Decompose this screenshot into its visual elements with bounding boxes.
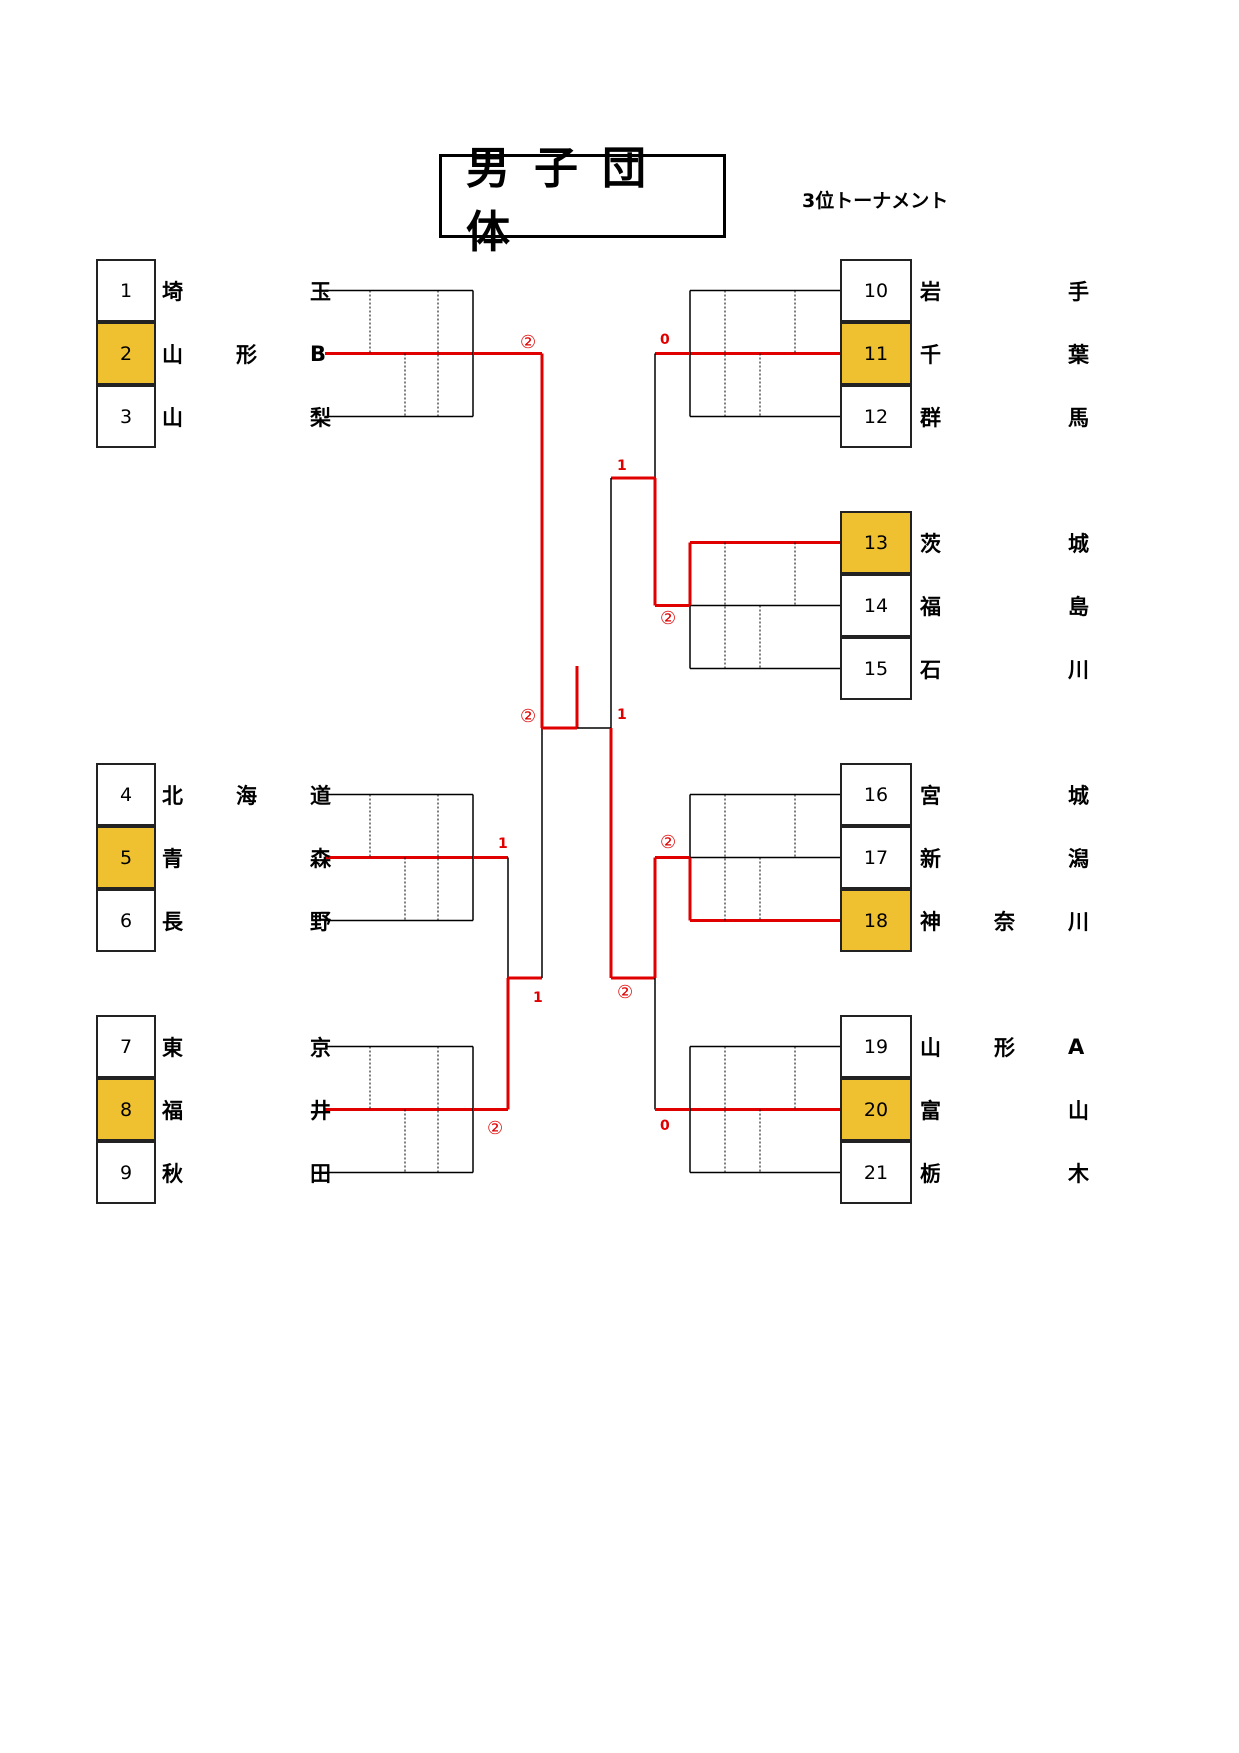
score-right-g2: ②: [660, 608, 677, 629]
seed-box: 16: [840, 763, 912, 826]
score-right-g1: 0: [660, 332, 670, 348]
team-name-char: 山: [162, 342, 183, 367]
team-name-char: 形: [236, 342, 257, 367]
score-left-final: ②: [520, 706, 537, 727]
seed-box: 21: [840, 1141, 912, 1204]
team-name-char: A: [1068, 1034, 1085, 1059]
seed-box: 10: [840, 259, 912, 322]
team-name-char: 宮: [920, 783, 941, 808]
team-name-char: 井: [310, 1098, 331, 1123]
team-name-char: 形: [994, 1035, 1015, 1060]
score-right-final: 1: [617, 707, 627, 723]
score-left-semi-lower: 1: [533, 990, 543, 1006]
team-name-char: 手: [1068, 279, 1089, 304]
team-name-char: 奈: [994, 909, 1015, 934]
seed-box: 14: [840, 574, 912, 637]
team-name-char: 長: [162, 909, 183, 934]
seed-box: 4: [96, 763, 156, 826]
team-name-char: 馬: [1068, 405, 1089, 430]
page-title: 男子団体: [466, 143, 670, 258]
score-right-semi-lower: ②: [617, 982, 634, 1003]
team-name-char: 海: [236, 783, 257, 808]
score-right-g4: 0: [660, 1118, 670, 1134]
team-name-char: 川: [1068, 909, 1089, 934]
team-name-char: 田: [310, 1161, 331, 1186]
team-name-char: 山: [162, 405, 183, 430]
seed-box: 9: [96, 1141, 156, 1204]
team-name-char: 神: [920, 909, 941, 934]
seed-box: 2: [96, 322, 156, 385]
team-name-char: 山: [1068, 1098, 1089, 1123]
seed-box: 18: [840, 889, 912, 952]
team-name-char: 木: [1068, 1161, 1089, 1186]
team-name-char: 島: [1068, 594, 1089, 619]
seed-box: 6: [96, 889, 156, 952]
team-name-char: 道: [310, 783, 331, 808]
seed-box: 5: [96, 826, 156, 889]
seed-box: 20: [840, 1078, 912, 1141]
seed-box: 8: [96, 1078, 156, 1141]
team-name-char: 森: [310, 846, 331, 871]
team-name-char: 栃: [920, 1161, 941, 1186]
title-box: 男子団体: [439, 143, 726, 258]
team-name-char: 群: [920, 405, 941, 430]
team-name-char: 北: [162, 783, 183, 808]
team-name-char: 東: [162, 1035, 183, 1060]
team-name-char: 埼: [162, 279, 183, 304]
team-name-char: 新: [920, 846, 941, 871]
team-name-char: 川: [1068, 657, 1089, 682]
team-name-char: 秋: [162, 1161, 183, 1186]
team-name-char: 梨: [310, 405, 331, 430]
seed-box: 3: [96, 385, 156, 448]
team-name-char: 福: [920, 594, 941, 619]
seed-box: 19: [840, 1015, 912, 1078]
team-name-char: 茨: [920, 531, 941, 556]
team-name-char: 千: [920, 342, 941, 367]
seed-box: 1: [96, 259, 156, 322]
score-left-g1: ②: [520, 332, 537, 353]
seed-box: 13: [840, 511, 912, 574]
score-left-g2: 1: [498, 836, 508, 852]
team-name-char: B: [310, 341, 327, 366]
team-name-char: 青: [162, 846, 183, 871]
team-name-char: 富: [920, 1098, 941, 1123]
subtitle: 3位トーナメント: [802, 190, 949, 212]
team-name-char: 福: [162, 1098, 183, 1123]
team-name-char: 玉: [310, 279, 331, 304]
seed-box: 7: [96, 1015, 156, 1078]
seed-box: 11: [840, 322, 912, 385]
team-name-char: 城: [1068, 531, 1089, 556]
team-name-char: 京: [310, 1035, 331, 1060]
team-name-char: 石: [920, 657, 941, 682]
team-name-char: 山: [920, 1035, 941, 1060]
team-name-char: 野: [310, 909, 331, 934]
team-name-char: 葉: [1068, 342, 1089, 367]
score-left-g3: ②: [487, 1118, 504, 1139]
score-right-semi-upper: 1: [617, 458, 627, 474]
seed-box: 17: [840, 826, 912, 889]
score-right-g3: ②: [660, 832, 677, 853]
team-name-char: 岩: [920, 279, 941, 304]
seed-box: 15: [840, 637, 912, 700]
team-name-char: 潟: [1068, 846, 1089, 871]
seed-box: 12: [840, 385, 912, 448]
team-name-char: 城: [1068, 783, 1089, 808]
